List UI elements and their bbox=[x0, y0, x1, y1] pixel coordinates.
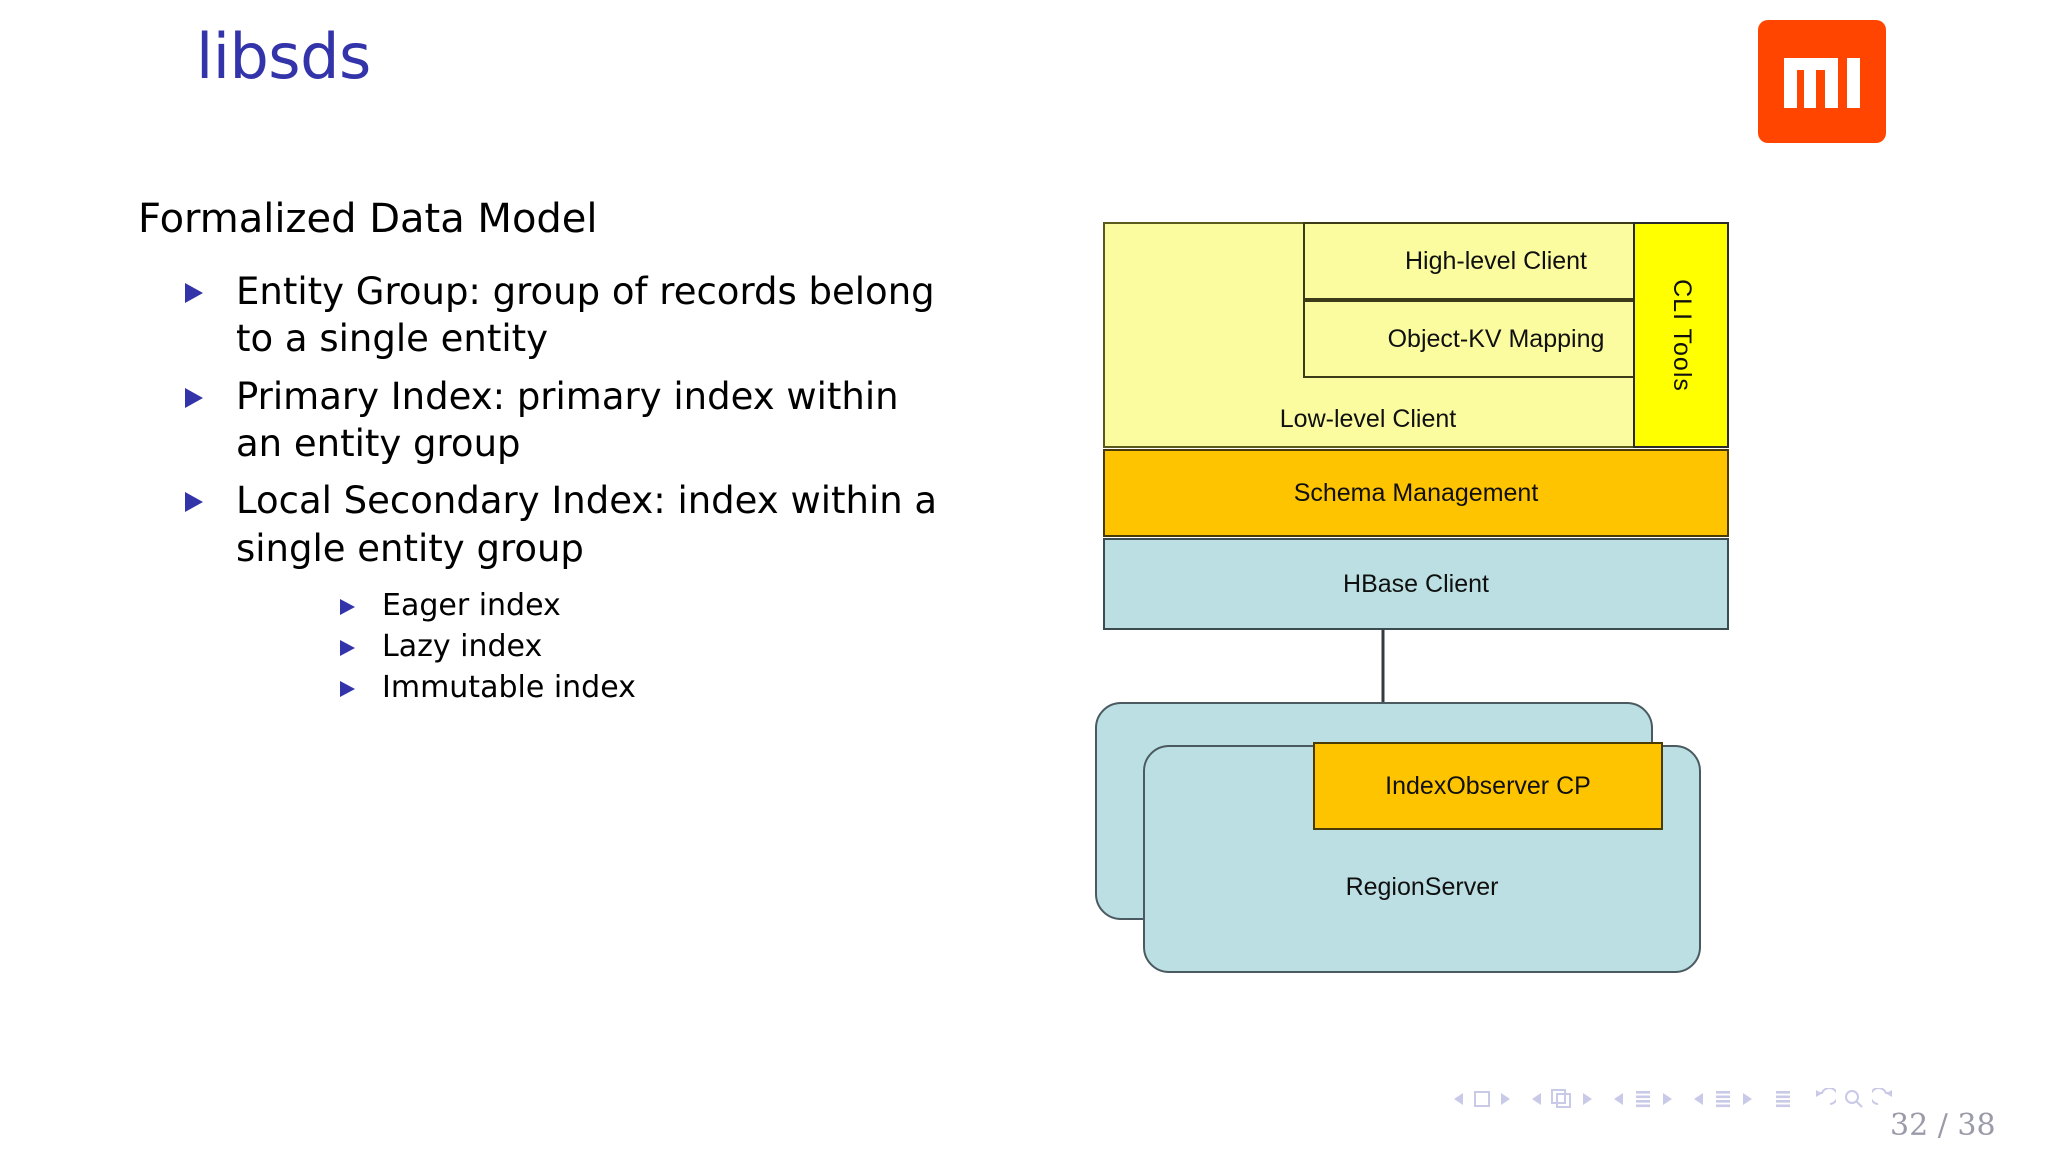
slide-nav-group[interactable] bbox=[1452, 1089, 1512, 1109]
frames-icon[interactable] bbox=[1550, 1088, 1574, 1110]
triangle-right-icon bbox=[338, 597, 357, 617]
lines-icon[interactable] bbox=[1712, 1088, 1734, 1110]
beamer-navigation-bar[interactable] bbox=[1452, 1082, 2012, 1116]
prev-section-icon[interactable] bbox=[1692, 1091, 1705, 1107]
document-lines-icon[interactable] bbox=[1772, 1088, 1794, 1110]
forward-arrow-icon[interactable] bbox=[1872, 1088, 1896, 1110]
sub-bullet-list: Eager index Lazy index Immutable index bbox=[332, 586, 938, 708]
lead-text: Formalized Data Model bbox=[138, 196, 598, 242]
next-slide-icon[interactable] bbox=[1499, 1091, 1512, 1107]
lines-icon[interactable] bbox=[1632, 1088, 1654, 1110]
page-title: libsds bbox=[196, 20, 371, 93]
list-item-label: Local Secondary Index: index within a si… bbox=[236, 479, 938, 570]
triangle-right-icon bbox=[338, 679, 357, 699]
diagram-box-label: RegionServer bbox=[1345, 873, 1499, 901]
xiaomi-mi-logo bbox=[1758, 20, 1886, 143]
diagram-box-cli-tools: CLI Tools bbox=[1633, 222, 1729, 448]
list-item-label: Entity Group: group of records belong to… bbox=[236, 270, 935, 361]
list-item-label: Primary Index: primary index within an e… bbox=[236, 374, 899, 466]
history-nav-group[interactable] bbox=[1812, 1088, 1896, 1110]
next-subsection-icon[interactable] bbox=[1661, 1091, 1674, 1107]
diagram-box-label: Object-KV Mapping bbox=[1387, 324, 1605, 353]
sub-list-item-label: Eager index bbox=[382, 588, 561, 624]
diagram-box-label: Schema Management bbox=[1293, 478, 1539, 507]
diagram-box-label: IndexObserver CP bbox=[1385, 771, 1591, 800]
sub-list-item-label: Lazy index bbox=[382, 628, 543, 664]
diagram-box-schema-management: Schema Management bbox=[1103, 449, 1729, 537]
sub-list-item: Immutable index bbox=[332, 668, 938, 709]
subsection-nav-group[interactable] bbox=[1612, 1088, 1674, 1110]
diagram-box-label: Low-level Client bbox=[1279, 405, 1457, 433]
diagram-box-object-kv-mapping: Object-KV Mapping bbox=[1303, 300, 1689, 378]
sub-list-item: Eager index bbox=[332, 586, 938, 627]
sub-list-item-label: Immutable index bbox=[382, 669, 636, 705]
diagram-box-hbase-client: HBase Client bbox=[1103, 538, 1729, 630]
diagram-box-index-observer-cp: IndexObserver CP bbox=[1313, 742, 1663, 830]
triangle-right-icon bbox=[338, 638, 357, 658]
back-arrow-icon[interactable] bbox=[1812, 1088, 1836, 1110]
sub-list-item: Lazy index bbox=[332, 627, 938, 668]
square-icon[interactable] bbox=[1472, 1089, 1492, 1109]
diagram-box-high-level-client: High-level Client bbox=[1303, 222, 1689, 300]
prev-subsection-icon[interactable] bbox=[1612, 1091, 1625, 1107]
frame-nav-group[interactable] bbox=[1530, 1088, 1594, 1110]
section-nav-group[interactable] bbox=[1692, 1088, 1754, 1110]
diagram-box-label: High-level Client bbox=[1404, 246, 1588, 275]
mi-glyph-icon bbox=[1784, 58, 1860, 108]
triangle-right-icon bbox=[183, 281, 205, 305]
search-icon[interactable] bbox=[1843, 1088, 1865, 1110]
next-section-icon[interactable] bbox=[1741, 1091, 1754, 1107]
triangle-right-icon bbox=[183, 386, 205, 410]
diagram-box-label: HBase Client bbox=[1343, 569, 1489, 598]
prev-frame-icon[interactable] bbox=[1530, 1091, 1543, 1107]
libsds-architecture-diagram: Low-level Client High-level Client Objec… bbox=[1095, 215, 1740, 1005]
list-item: Local Secondary Index: index within a si… bbox=[178, 477, 938, 708]
page-indicator: 32 / 38 bbox=[1890, 1108, 1996, 1143]
prev-slide-icon[interactable] bbox=[1452, 1091, 1465, 1107]
bullet-list: Entity Group: group of records belong to… bbox=[178, 268, 938, 719]
list-item: Primary Index: primary index within an e… bbox=[178, 373, 938, 468]
diagram-box-label: CLI Tools bbox=[1667, 278, 1696, 392]
next-frame-icon[interactable] bbox=[1581, 1091, 1594, 1107]
document-nav-group[interactable] bbox=[1772, 1088, 1794, 1110]
list-item: Entity Group: group of records belong to… bbox=[178, 268, 938, 363]
triangle-right-icon bbox=[183, 490, 205, 514]
